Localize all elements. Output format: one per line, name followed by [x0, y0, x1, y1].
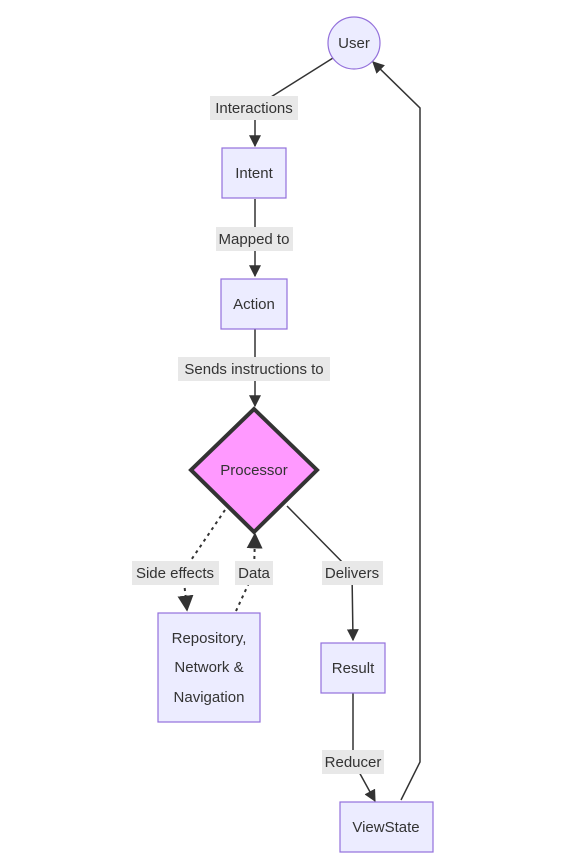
- node-repository-label-line1: Repository,: [172, 630, 247, 647]
- node-result-label: Result: [332, 660, 375, 677]
- edge-labels: Interactions Mapped to Sends instruction…: [132, 96, 384, 774]
- edge-viewstate-user: [372, 61, 421, 801]
- label-side-effects: Side effects: [136, 565, 214, 582]
- node-user-label: User: [338, 35, 370, 52]
- node-viewstate-label: ViewState: [352, 819, 419, 836]
- label-interactions: Interactions: [215, 100, 293, 117]
- node-user: User: [327, 16, 381, 70]
- node-processor-label: Processor: [220, 462, 288, 479]
- node-action-label: Action: [233, 296, 275, 313]
- node-intent: Intent: [221, 147, 287, 199]
- node-repository: Repository, Network & Navigation: [157, 612, 261, 723]
- edge-result-viewstate: [352, 693, 376, 803]
- node-result: Result: [320, 642, 386, 694]
- node-action: Action: [220, 278, 288, 330]
- label-reducer: Reducer: [325, 754, 382, 771]
- node-repository-label-line2: Network &: [174, 659, 243, 676]
- edge-processor-repository: [177, 509, 226, 612]
- label-delivers: Delivers: [325, 565, 379, 582]
- label-mapped-to: Mapped to: [219, 231, 290, 248]
- node-repository-label-line3: Navigation: [174, 689, 245, 706]
- node-viewstate: ViewState: [339, 801, 434, 853]
- node-intent-label: Intent: [235, 165, 273, 182]
- label-sends-instructions: Sends instructions to: [184, 361, 323, 378]
- node-processor: Processor: [188, 406, 320, 535]
- label-data: Data: [238, 565, 270, 582]
